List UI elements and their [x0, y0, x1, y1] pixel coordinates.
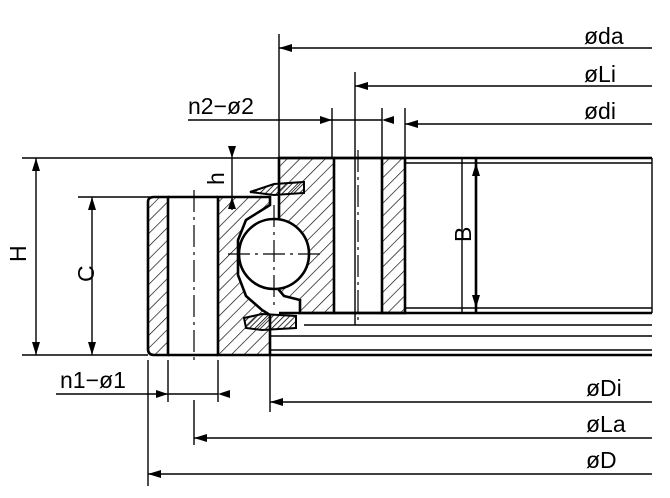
dim-Di: øDi — [269, 355, 652, 412]
dim-n1: n1−ø1 — [56, 360, 230, 402]
dim-label-B: B — [450, 227, 476, 242]
rolling-ball — [228, 205, 320, 306]
seals — [242, 180, 305, 332]
dim-label-di: ødi — [584, 98, 616, 124]
dim-c: C — [73, 196, 150, 355]
dim-li: øLi — [354, 61, 652, 325]
dim-label-C: C — [73, 265, 99, 282]
dim-h-total: H — [5, 157, 279, 356]
dim-La: øLa — [193, 400, 652, 445]
dim-di: ødi — [404, 98, 652, 158]
dim-label-Di: øDi — [586, 375, 622, 401]
dim-label-n2: n2−ø2 — [188, 93, 254, 119]
dim-label-da: øda — [584, 23, 624, 49]
dim-label-h: h — [203, 172, 229, 185]
dim-label-n1: n1−ø1 — [60, 367, 126, 393]
dim-n2: n2−ø2 — [188, 93, 394, 158]
dim-D: øD — [147, 360, 652, 486]
dim-label-La: øLa — [586, 411, 626, 437]
dim-label-D: øD — [586, 447, 617, 473]
outer-ring-body-lines — [270, 324, 652, 357]
dim-label-li: øLi — [584, 61, 616, 87]
inner-ring-section — [277, 156, 407, 315]
dim-da: øda — [278, 23, 652, 158]
dim-label-H: H — [5, 245, 31, 262]
bolt-hole-centerlines — [193, 150, 359, 362]
